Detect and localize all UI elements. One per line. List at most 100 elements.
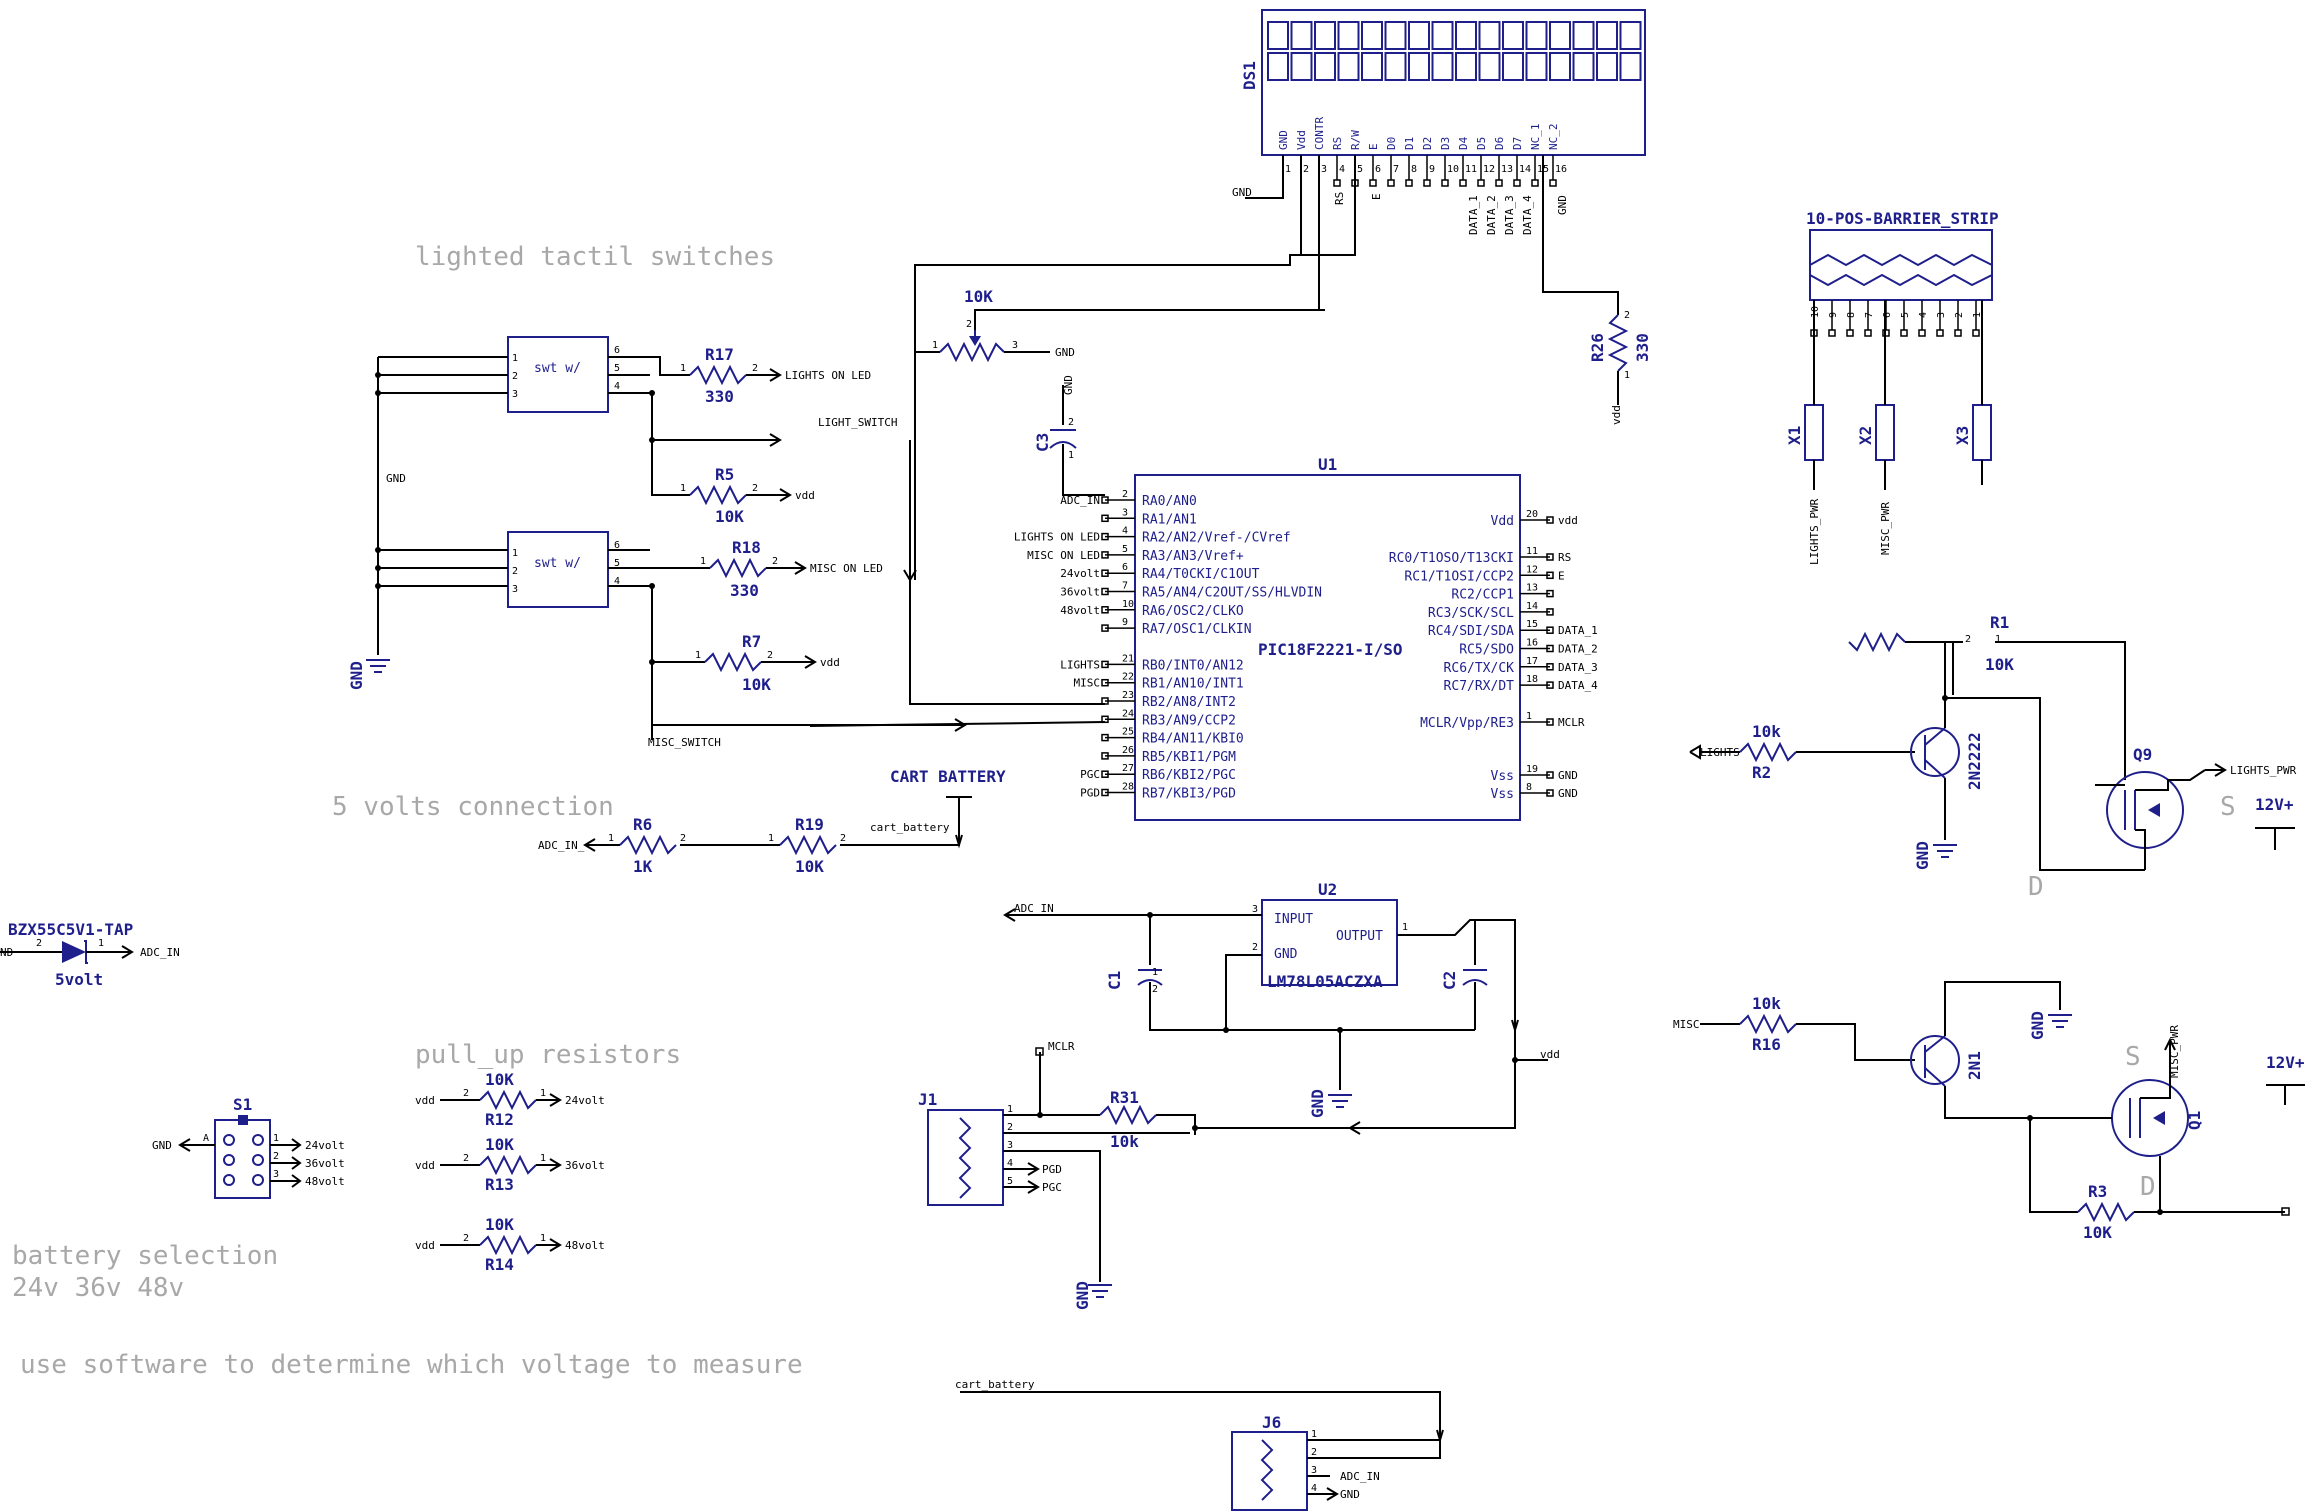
u1-pin-net: DATA_1 [1558,624,1598,637]
r17-ref: R17 [705,345,734,364]
x2-ref: X2 [1856,426,1875,445]
s1-pin-1: 1 [273,1133,279,1144]
u1-pin-number: 18 [1526,674,1538,685]
pullup-net: 24volt [565,1094,605,1107]
j1-pgc-net: PGC [1042,1181,1062,1194]
lcd-gnd-wire [1245,155,1284,199]
pullup-resistor-body [479,1234,537,1256]
u1-pin-net: LIGHTS [1060,658,1100,671]
u1-pin-net: LIGHTS ON LED [1014,531,1100,544]
resistor-r26: R26 330 2 1 vdd [1588,310,1652,425]
cart-adc-net: ADC_IN_ [538,839,585,852]
u1-pin-name: RB5/KBI1/PGM [1142,750,1236,765]
lcd-cell [1502,52,1524,81]
x2-body [1875,404,1895,461]
u1-pin-name: RA2/AN2/Vref-/CVref [1142,531,1291,546]
u1-pin-number: 27 [1122,763,1134,774]
switch2-label: swt w/ [534,556,581,571]
u1-pin-net: PGC [1080,768,1100,781]
u2-input: INPUT [1274,912,1313,927]
lcd-cell [1384,21,1407,50]
misc-driver-circuit: MISC 10k R16 GND 2N1 MISC_PWR S D Q1 R3 … [1673,981,2305,1242]
u1-pin-net: GND [1558,787,1578,800]
annotation-notes: lighted tactil switches 5 volts connecti… [12,242,803,1380]
r1-pin1: 1 [1995,634,2001,645]
zener-diode: BZX55C5V1-TAP ND ADC_IN 5volt 2 1 [0,920,180,989]
j6-gnd-net: GND [1340,1488,1360,1501]
u1-pin-pad [1546,571,1554,580]
barrier-pin-number: 5 [1900,312,1911,318]
pullup-ref: R14 [485,1255,514,1274]
u1-pin-net: 48volt [1060,604,1100,617]
pullup-ref: R13 [485,1175,514,1194]
barrier-pin-pad [1936,329,1944,337]
u1-pin-pad [1546,663,1554,671]
r2-body [1739,741,1797,763]
r18-net: MISC ON LED [810,562,883,575]
c1-pin1: 1 [1152,967,1158,978]
light-switch-to-rb2 [909,440,1105,705]
misc-gnd-ref: GND [2028,1011,2047,1040]
lcd-outline [1261,9,1646,156]
u1-pin-pad [1101,715,1109,724]
u1-pin-number: 22 [1122,672,1134,683]
lcd-cell [1596,52,1618,81]
u1-pin-pad [1101,496,1109,504]
u1-pin-net: MISC ON LED [1027,549,1100,562]
j6-ref: J6 [1262,1413,1281,1432]
c3-ref: C3 [1033,433,1052,452]
j6-pin-number: 3 [1311,1465,1317,1476]
q1-d-label: D [2140,1172,2156,1202]
u1-pin-pad [1546,553,1554,561]
barrier-zigzag-bottom [1809,273,1993,287]
note-five-volts: 5 volts connection [332,792,614,822]
s1-pin-a: A [203,1133,209,1144]
u2-adc-net: ADC_IN [1014,902,1054,915]
lcd-cell [1431,52,1454,81]
lcd-data1-net: DATA_1 [1467,195,1480,235]
zener-pin1: 1 [98,938,104,949]
barrier-pin-pad [1864,329,1872,337]
u1-pin-number: 14 [1526,601,1538,612]
r16-body [1739,1013,1797,1035]
j1-outline [927,1109,1004,1206]
lcd-cell [1267,52,1289,81]
zener-right-net: ADC_IN [140,946,180,959]
lcd-pin-label: D7 [1511,137,1524,150]
r31-value: 10k [1110,1132,1139,1151]
u1-pin-net: DATA_3 [1558,661,1598,674]
pullup-net: 36volt [565,1159,605,1172]
r26-ref: R26 [1588,333,1607,362]
barrier-pin-number: 4 [1918,312,1929,318]
u1-pin-name: RA6/OSC2/CLKO [1142,604,1244,619]
s1-pin-2: 2 [273,1151,279,1162]
regulator-u2: U2 INPUT GND OUTPUT LM78L05ACZXA ADC_IN … [1003,880,1560,1135]
lcd-pin-pad [1531,179,1539,187]
lcd-cell [1337,21,1360,50]
lcd-pin-label: Vdd [1295,130,1308,150]
pullup-value: 10K [485,1215,514,1234]
lcd-pin-pad [1369,179,1377,187]
lcd-pin-label: D3 [1439,137,1452,150]
r19-pin1: 1 [768,833,774,844]
u1-pin-number: 10 [1122,599,1134,610]
barrier-pin-number: 10 [1810,306,1821,318]
u1-pin-pad [1546,718,1554,726]
pullup-arrow [549,1093,562,1107]
lcd-cell [1314,21,1336,50]
lcd-pin-pad [1549,179,1557,187]
lcd-pin-pad [1333,179,1341,187]
u1-pin-number: 20 [1526,509,1538,520]
lcd-pin-number: 9 [1429,164,1435,175]
j1-pin-number: 1 [1007,1104,1013,1115]
u1-pin-pad [1101,697,1109,705]
r7-pin2: 2 [767,650,773,661]
u1-pin-number: 24 [1122,708,1134,719]
u1-pin-pad [1101,733,1109,742]
u1-outline [1134,474,1521,821]
u1-pin-name: RC1/T1OSI/CCP2 [1404,569,1514,584]
